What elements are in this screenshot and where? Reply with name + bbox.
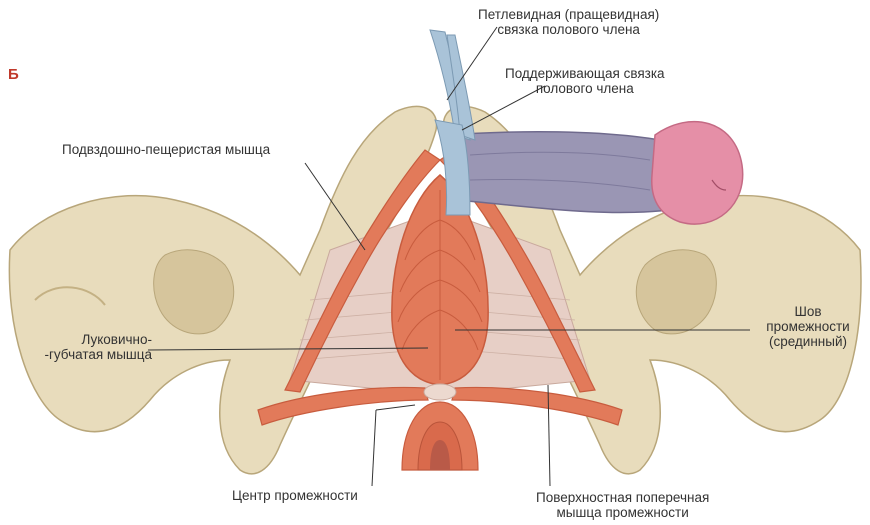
label-superficial-transverse: Поверхностная поперечная мышца промежнос… xyxy=(536,490,709,520)
anal-sphincter xyxy=(402,402,478,470)
label-suspensory-ligament: Поддерживающая связка полового члена xyxy=(505,66,665,96)
perineal-center-node xyxy=(424,384,456,400)
panel-letter: Б xyxy=(8,66,19,83)
label-fundiform-ligament: Петлевидная (пращевидная) связка половог… xyxy=(478,7,659,37)
glans xyxy=(652,122,743,224)
label-perineal-center: Центр промежности xyxy=(232,488,358,503)
label-ischiocavernosus: Подвздошно-пещеристая мышца xyxy=(62,142,270,157)
penis-shaft xyxy=(445,132,668,213)
label-perineal-raphe: Шов промежности (срединный) xyxy=(752,304,864,349)
label-bulbospongiosus: Луковично- -губчатая мышца xyxy=(6,332,152,362)
